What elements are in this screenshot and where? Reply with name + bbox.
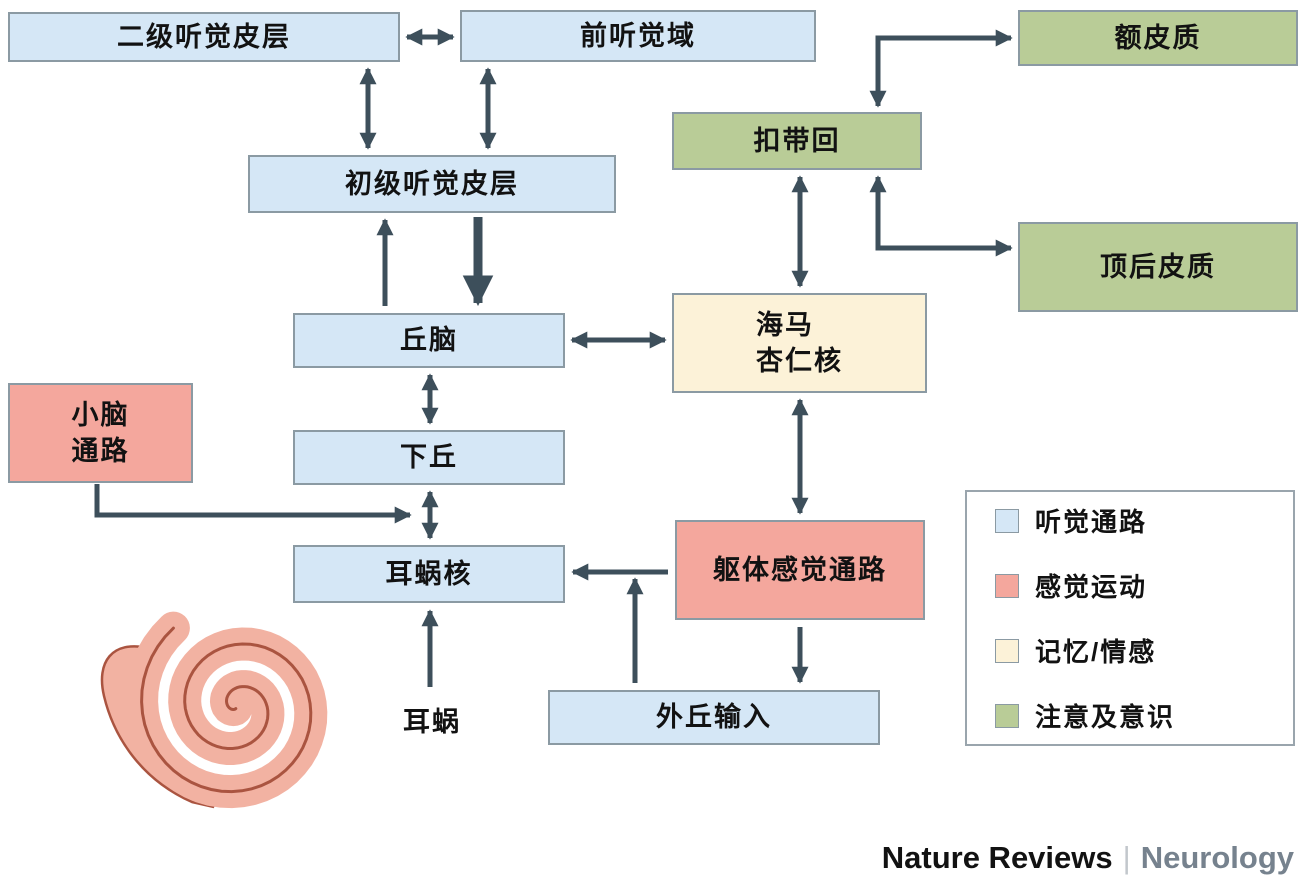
legend-item-attention: 注意及意识 xyxy=(995,697,1293,734)
node-secondary-auditory-cortex: 二级听觉皮层 xyxy=(8,12,400,62)
node-label: 小脑 通路 xyxy=(72,397,130,470)
legend: 听觉通路 感觉运动 记忆/情感 注意及意识 xyxy=(965,490,1295,746)
journal-name: Neurology xyxy=(1140,840,1294,875)
node-label: 外丘输入 xyxy=(656,702,772,733)
arrow-cerebellar-join xyxy=(94,484,412,524)
legend-label: 记忆/情感 xyxy=(1035,637,1157,667)
node-inferior-colliculus: 下丘 xyxy=(293,430,565,485)
arrow-cingulate-frontal xyxy=(869,29,1013,108)
legend-swatch-auditory xyxy=(995,508,1019,533)
legend-label: 注意及意识 xyxy=(1035,702,1176,732)
legend-item-auditory: 听觉通路 xyxy=(995,502,1293,539)
node-cochlear-nucleus: 耳蜗核 xyxy=(293,545,565,603)
node-label: 扣带回 xyxy=(753,125,841,156)
legend-swatch-sensorimotor xyxy=(995,573,1019,598)
node-label: 海马 杏仁核 xyxy=(756,307,843,380)
cochlea-illustration xyxy=(100,611,328,809)
journal-footer: Nature Reviews | Neurology xyxy=(882,840,1294,876)
node-label: 下丘 xyxy=(400,442,458,473)
node-label: 顶后皮质 xyxy=(1100,251,1216,282)
node-primary-auditory-cortex: 初级听觉皮层 xyxy=(248,155,616,213)
node-posterior-parietal-cortex: 顶后皮质 xyxy=(1018,222,1298,312)
node-lateral-input: 外丘输入 xyxy=(548,690,880,745)
node-label: 耳蜗核 xyxy=(385,558,473,589)
cochlea-label: 耳蜗 xyxy=(403,707,461,737)
node-label: 前听觉域 xyxy=(580,20,696,51)
node-cerebellar-pathway: 小脑 通路 xyxy=(8,383,193,483)
cochlea-spiral-body xyxy=(125,611,328,809)
node-label-line1: 小脑 xyxy=(71,399,130,430)
arrow-cingulate-posterior xyxy=(869,175,1013,257)
node-label: 二级听觉皮层 xyxy=(117,21,291,52)
node-label: 额皮质 xyxy=(1114,22,1202,53)
legend-swatch-attention xyxy=(995,703,1019,728)
node-hippocampus-amygdala: 海马 杏仁核 xyxy=(672,293,927,393)
node-label-line1: 海马 xyxy=(756,309,814,340)
legend-label: 听觉通路 xyxy=(1035,507,1148,537)
node-frontal-cortex: 额皮质 xyxy=(1018,10,1298,66)
node-thalamus: 丘脑 xyxy=(293,313,565,368)
cochlea-spiral-outline xyxy=(140,626,313,794)
legend-label: 感觉运动 xyxy=(1035,572,1148,602)
node-label-line2: 通路 xyxy=(71,436,130,466)
node-label: 初级听觉皮层 xyxy=(345,168,519,199)
node-label-line2: 杏仁核 xyxy=(756,346,843,376)
legend-item-memory-emotion: 记忆/情感 xyxy=(995,632,1293,669)
legend-item-sensorimotor: 感觉运动 xyxy=(995,567,1293,604)
footer-separator: | xyxy=(1122,840,1131,875)
node-label: 躯体感觉通路 xyxy=(713,554,887,585)
node-label: 丘脑 xyxy=(400,325,458,356)
node-cingulate-gyrus: 扣带回 xyxy=(672,112,922,170)
legend-swatch-memory-emotion xyxy=(995,638,1019,663)
node-somatosensory-pathway: 躯体感觉通路 xyxy=(675,520,925,620)
brand-text: Nature Reviews xyxy=(881,840,1113,875)
node-anterior-auditory-field: 前听觉域 xyxy=(460,10,816,62)
